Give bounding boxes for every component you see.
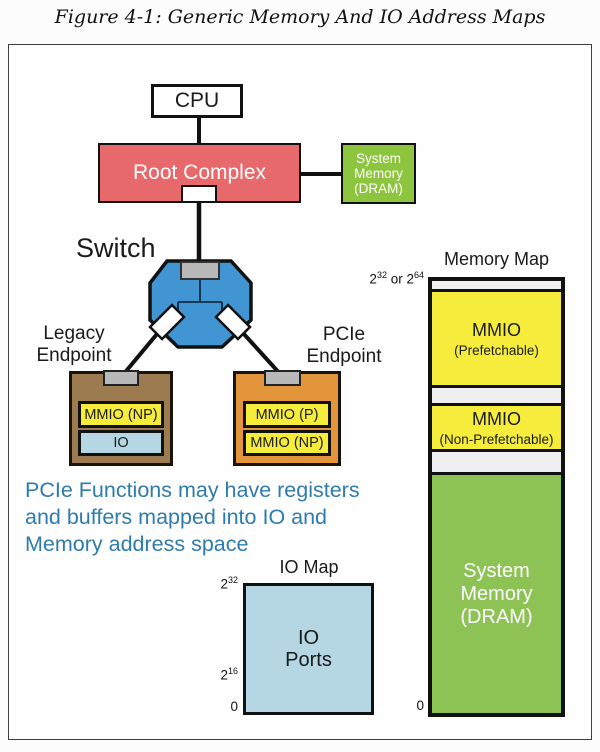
legacy-endpoint-label-line2: Endpoint xyxy=(36,345,112,366)
root-complex-label: Root Complex xyxy=(132,161,267,184)
io-ports-label-line1: IO xyxy=(297,627,320,649)
legacy-endpoint-label: Legacy Endpoint xyxy=(22,323,126,367)
memory-map-scale-zero: 0 xyxy=(416,698,424,713)
legacy-mmio-np-region: MMIO (NP) xyxy=(78,401,164,428)
system-memory-line1: System xyxy=(355,151,401,166)
io-map-scale-top: 232 xyxy=(204,575,238,592)
memory-map-scale-top: 232 or 264 xyxy=(348,270,424,287)
pcie-mmio-np-region: MMIO (NP) xyxy=(243,430,331,456)
note-line2: and buffers mapped into IO and xyxy=(25,505,328,529)
pcie-endpoint-port xyxy=(264,370,301,386)
legacy-io-label: IO xyxy=(113,435,129,451)
cpu-label: CPU xyxy=(174,89,220,112)
system-memory-line2: Memory xyxy=(354,166,403,181)
note-text: PCIe Functions may have registers and bu… xyxy=(25,477,425,558)
io-scale-top-exp: 32 xyxy=(227,575,238,585)
mm-scale-b1: 2 xyxy=(369,271,377,287)
note-line3: Memory address space xyxy=(25,532,249,556)
legacy-io-region: IO xyxy=(78,430,164,456)
io-map-scale-zero: 0 xyxy=(230,699,238,714)
io-map-title: IO Map xyxy=(279,557,339,577)
pcie-mmio-p-label: MMIO (P) xyxy=(255,406,319,423)
memory-map-reserved-band-mid xyxy=(432,385,561,403)
map-system-memory-line2: Memory xyxy=(460,582,533,605)
memory-map-mmio-nonprefetchable: MMIO (Non-Prefetchable) xyxy=(432,403,561,449)
pcie-endpoint-label: PCIe Endpoint xyxy=(296,324,392,368)
mm-scale-or: or xyxy=(386,271,407,287)
io-map-box: IO Ports xyxy=(243,583,374,715)
io-map-scale-mid: 216 xyxy=(204,666,238,683)
pcie-mmio-p-region: MMIO (P) xyxy=(243,401,331,428)
root-complex-port xyxy=(181,185,217,203)
memory-map-mmio-prefetchable: MMIO (Prefetchable) xyxy=(432,289,561,385)
memory-map-title: Memory Map xyxy=(443,249,550,269)
legacy-endpoint-port xyxy=(103,370,139,386)
system-memory-line3: (DRAM) xyxy=(354,181,403,196)
mmio-nonprefetchable-line1: MMIO xyxy=(472,408,521,429)
system-memory-label: System Memory (DRAM) xyxy=(354,151,403,196)
io-scale-mid-exp: 16 xyxy=(227,666,238,676)
memory-map-system-memory: System Memory (DRAM) xyxy=(432,472,561,713)
mmio-prefetchable-line2: (Prefetchable) xyxy=(454,342,539,358)
mm-scale-b2: 2 xyxy=(406,271,414,287)
note-line1: PCIe Functions may have registers xyxy=(25,478,360,502)
memory-map-reserved-band-top xyxy=(432,281,561,289)
memory-map-reserved-band-bottom xyxy=(432,449,561,472)
io-scale-mid-base: 2 xyxy=(220,667,228,683)
system-memory-box: System Memory (DRAM) xyxy=(341,143,416,204)
io-ports-label-line2: Ports xyxy=(285,649,332,671)
pcie-endpoint-label-line2: Endpoint xyxy=(306,346,382,367)
map-system-memory-line3: (DRAM) xyxy=(460,605,533,628)
mm-scale-e1: 32 xyxy=(376,270,387,280)
switch-label: Switch xyxy=(76,233,156,263)
legacy-endpoint-label-line1: Legacy xyxy=(43,323,105,344)
pcie-endpoint-label-line1: PCIe xyxy=(322,324,366,345)
figure-caption: Figure 4-1: Generic Memory And IO Addres… xyxy=(54,6,546,28)
io-scale-top-base: 2 xyxy=(220,576,228,592)
memory-map-column: MMIO (Prefetchable) MMIO (Non-Prefetchab… xyxy=(428,277,565,717)
map-system-memory-line1: System xyxy=(463,559,530,582)
cpu-box: CPU xyxy=(151,84,243,118)
mmio-nonprefetchable-line2: (Non-Prefetchable) xyxy=(439,431,554,447)
mmio-prefetchable-line1: MMIO xyxy=(472,319,521,340)
pcie-mmio-np-label: MMIO (NP) xyxy=(250,435,324,451)
mm-scale-e2: 64 xyxy=(413,270,424,280)
legacy-mmio-np-label: MMIO (NP) xyxy=(84,406,158,423)
